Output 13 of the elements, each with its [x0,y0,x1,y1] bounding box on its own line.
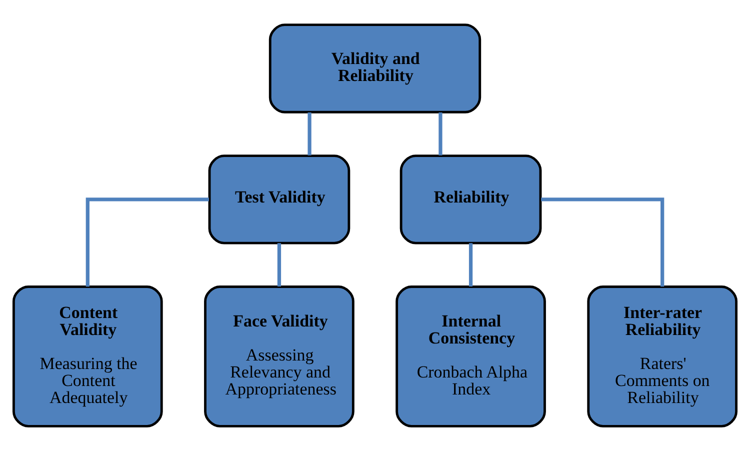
node-box: Reliability [400,154,542,244]
connector [541,197,664,286]
node-box: Face Validity Assessing Relevancy and Appropriateness [204,285,354,427]
node-box: Validity and Reliability [268,23,482,113]
connector [86,197,209,286]
connector [308,112,312,155]
node-box: Test Validity [208,154,350,244]
node-box: Inter-rater Reliability Raters' Comments on Reliability [587,285,738,427]
node-box: Content Validity Measuring the Content Adequately [12,285,163,427]
node-box: Internal Consistency Cronbach Alpha Index [396,285,546,427]
connector [438,112,442,155]
connector [277,242,282,286]
connector [468,242,473,286]
